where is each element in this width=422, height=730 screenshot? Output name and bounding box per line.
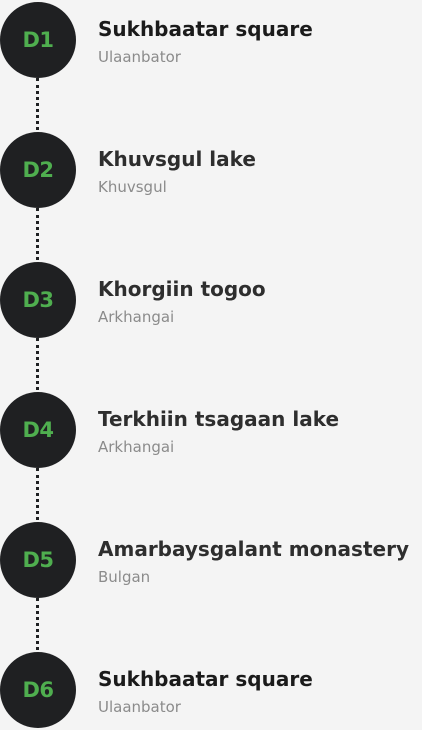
day-badge: D2 <box>0 132 76 208</box>
day-badge: D4 <box>0 392 76 468</box>
day-title: Terkhiin tsagaan lake <box>98 407 340 431</box>
day-title: Sukhbaatar square <box>98 667 313 691</box>
day-location: Ulaanbator <box>98 48 181 66</box>
day-location: Bulgan <box>98 568 151 586</box>
day-badge: D5 <box>0 522 76 598</box>
day-title: Amarbaysgalant monastery <box>98 537 409 561</box>
day-location: Ulaanbator <box>98 698 181 716</box>
day-title: Sukhbaatar square <box>98 17 313 41</box>
timeline-connector <box>36 78 39 130</box>
timeline-connector <box>36 598 39 650</box>
timeline-connector <box>36 338 39 390</box>
day-location: Arkhangai <box>98 438 175 456</box>
day-location: Khuvsgul <box>98 178 167 196</box>
itinerary-day-5: D5 Amarbaysgalant monastery Bulgan <box>0 522 422 600</box>
day-location: Arkhangai <box>98 308 175 326</box>
itinerary-day-3: D3 Khorgiin togoo Arkhangai <box>0 262 422 340</box>
itinerary-day-1: D1 Sukhbaatar square Ulaanbator <box>0 2 422 80</box>
day-badge: D6 <box>0 652 76 728</box>
day-badge: D1 <box>0 2 76 78</box>
itinerary-day-6: D6 Sukhbaatar square Ulaanbator <box>0 652 422 730</box>
timeline-connector <box>36 208 39 260</box>
day-title: Khuvsgul lake <box>98 147 256 171</box>
day-title: Khorgiin togoo <box>98 277 266 301</box>
itinerary-day-4: D4 Terkhiin tsagaan lake Arkhangai <box>0 392 422 470</box>
itinerary-day-2: D2 Khuvsgul lake Khuvsgul <box>0 132 422 210</box>
timeline-connector <box>36 468 39 520</box>
day-badge: D3 <box>0 262 76 338</box>
